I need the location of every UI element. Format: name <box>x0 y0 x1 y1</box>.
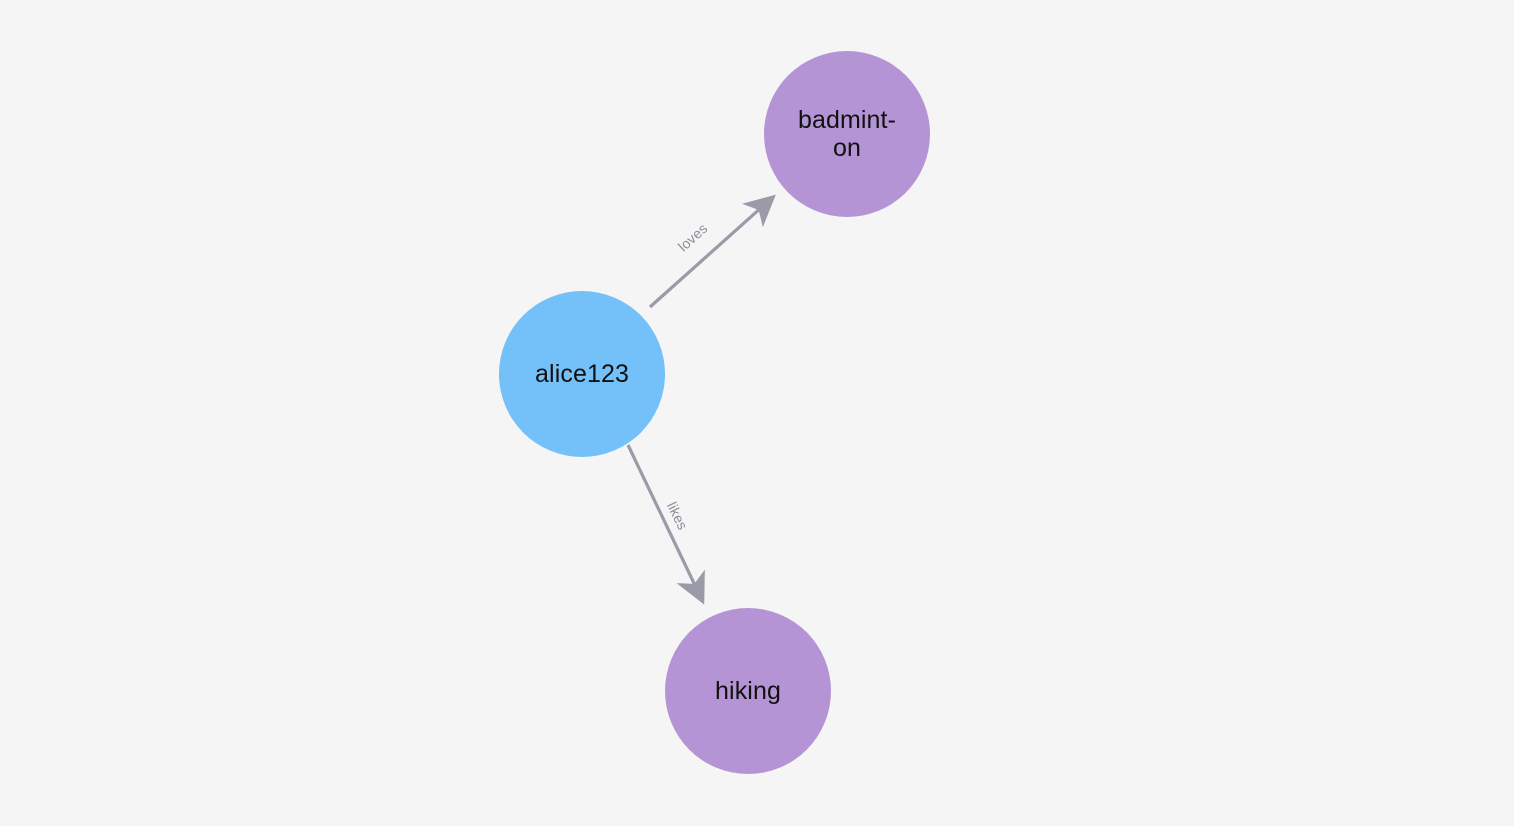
node-label-hiking: hiking <box>715 677 781 705</box>
node-label-badminton: badmint- on <box>797 106 897 162</box>
edge-line <box>648 194 776 309</box>
graph-node-badminton[interactable]: badmint- on <box>764 51 930 217</box>
edge-alice123-likes-hiking[interactable]: likes <box>626 444 705 605</box>
node-label-alice123: alice123 <box>535 360 629 388</box>
graph-node-hiking[interactable]: hiking <box>665 608 831 774</box>
edge-label-loves: loves <box>675 220 711 254</box>
graph-node-alice123[interactable]: alice123 <box>499 291 665 457</box>
edge-alice123-loves-badminton[interactable]: loves <box>648 194 776 309</box>
edge-line <box>626 444 705 605</box>
